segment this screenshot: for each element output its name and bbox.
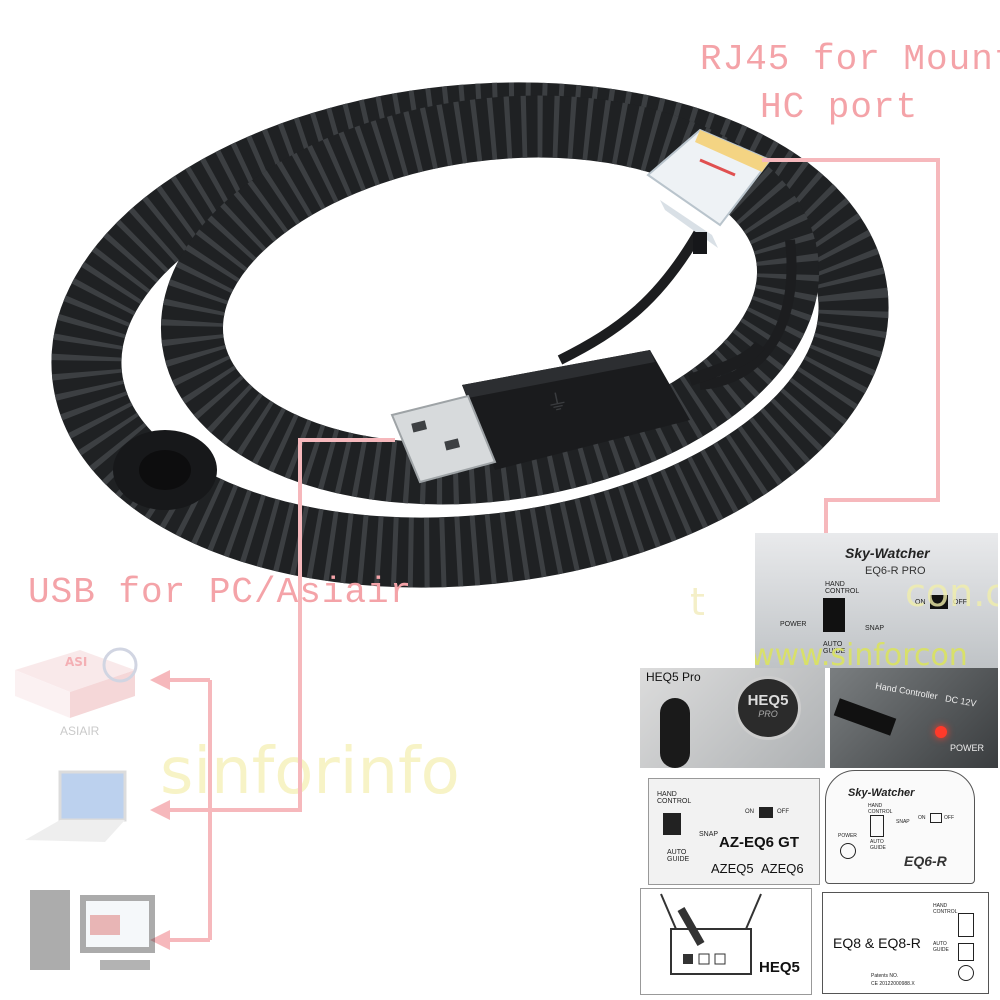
eq6r-hand-control: HAND CONTROL — [825, 581, 860, 595]
azeq6-hand-control: HAND CONTROL — [657, 791, 692, 805]
heq5-pro-photo: HEQ5 Pro HEQ5 PRO — [640, 668, 825, 768]
watermark-mid: t — [690, 580, 705, 624]
asiair-box-icon: ASI — [15, 647, 138, 718]
eq6r-drawing-snap: SNAP — [896, 819, 910, 825]
rj45-label-line2: HC port — [760, 87, 919, 128]
usb-connector: ⏚ — [390, 350, 690, 484]
eq8-port-2 — [958, 943, 974, 961]
watermark-top-right: con.co — [905, 571, 998, 615]
heq5-photo-cable — [660, 698, 690, 768]
eq8-panel-drawing: EQ8 & EQ8-R HAND CONTROL AUTO GUIDE Pate… — [822, 892, 989, 994]
eq6r-drawing-power-port — [840, 843, 856, 859]
azeq6-on: ON — [745, 809, 754, 815]
azeq6-off: OFF — [777, 809, 789, 815]
power-photo-label: POWER — [950, 743, 985, 753]
asiair-brand: ASI — [65, 655, 87, 669]
heq5-drawing: HEQ5 — [640, 888, 812, 995]
eq6r-drawing-on: ON — [918, 815, 926, 821]
eq8-hand-control: HAND CONTROL — [933, 903, 958, 915]
svg-text:⏚: ⏚ — [544, 389, 571, 418]
eq6r-drawing-model: EQ6-R — [904, 853, 947, 869]
heq5-drawing-model: HEQ5 — [759, 959, 800, 976]
azeq6-model: AZ-EQ6 GT — [719, 834, 800, 851]
eq6r-snap: SNAP — [865, 625, 885, 632]
eq8-hc-port — [958, 913, 974, 937]
eq6r-drawing-auto-guide: AUTO GUIDE — [870, 839, 886, 851]
laptop-icon — [25, 770, 135, 854]
eq6r-drawing-power: POWER — [838, 833, 857, 839]
hc-photo-cable — [833, 698, 897, 736]
azeq6-sub1: AZEQ5 — [711, 861, 754, 876]
heq5-badge-sub: PRO — [758, 709, 778, 719]
heq5-mount-sketch — [660, 893, 762, 975]
eq6r-switch — [930, 595, 948, 609]
eq6r-auto-guide: AUTO GUIDE — [823, 641, 846, 655]
red-led-icon — [935, 726, 947, 738]
hc-photo-label: Hand Controller — [874, 680, 939, 702]
eq8-serial: CE 20122000988.X — [871, 981, 915, 987]
asiair-device: ASI ASIAIR — [10, 640, 140, 740]
eq8-round-port — [958, 965, 974, 981]
eq6r-drawing-hc-port — [870, 815, 884, 837]
eq6r-on: ON — [915, 599, 926, 606]
heq5-badge-text: HEQ5 — [747, 692, 789, 709]
eq6r-drawing-off: OFF — [944, 815, 954, 821]
heq5-photo-title: HEQ5 Pro — [646, 670, 701, 684]
eq6r-hc-port — [823, 598, 845, 632]
eq6r-model: EQ6-R PRO — [865, 565, 926, 577]
asiair-label: ASIAIR — [60, 724, 100, 738]
azeq6-snap: SNAP — [699, 831, 719, 838]
azeq6-switch — [759, 807, 773, 818]
azeq6-sub2: AZEQ6 — [761, 861, 804, 876]
eq6r-drawing-switch — [930, 813, 942, 823]
eq6r-off: OFF — [953, 599, 967, 606]
heq5-badge: HEQ5 PRO — [735, 676, 801, 740]
azeq6-auto-guide: AUTO GUIDE — [667, 849, 690, 863]
dc-photo-label: DC 12V — [944, 693, 978, 709]
eq6r-drawing-brand: Sky-Watcher — [848, 787, 915, 799]
eq6r-pro-photo: Sky-Watcher EQ6-R PRO HAND CONTROL POWER… — [755, 533, 998, 668]
eq8-patents: Patents NO. — [871, 973, 899, 979]
eq6r-drawing-hand-control: HAND CONTROL — [868, 803, 893, 815]
watermark-url: www.sinforcon — [755, 638, 968, 668]
eq6r-power: POWER — [780, 621, 807, 628]
desktop-computer-icon — [30, 880, 160, 984]
rj45-connector — [646, 128, 772, 254]
hand-controller-photo: Hand Controller DC 12V POWER — [830, 668, 998, 768]
eq8-auto-guide: AUTO GUIDE — [933, 941, 949, 953]
usb-label: USB for PC/Asiair — [28, 572, 413, 613]
azeq6-hc-port — [663, 813, 681, 835]
eq8-model: EQ8 & EQ8-R — [833, 935, 921, 951]
eq6r-panel-drawing: Sky-Watcher HAND CONTROL SNAP AUTO GUIDE… — [825, 770, 975, 884]
eq6r-brand: Sky-Watcher — [845, 545, 930, 561]
azeq6-panel-drawing: HAND CONTROL SNAP AUTO GUIDE ON OFF AZ-E… — [648, 778, 820, 885]
rj45-label-line1: RJ45 for Mount — [700, 39, 1000, 80]
